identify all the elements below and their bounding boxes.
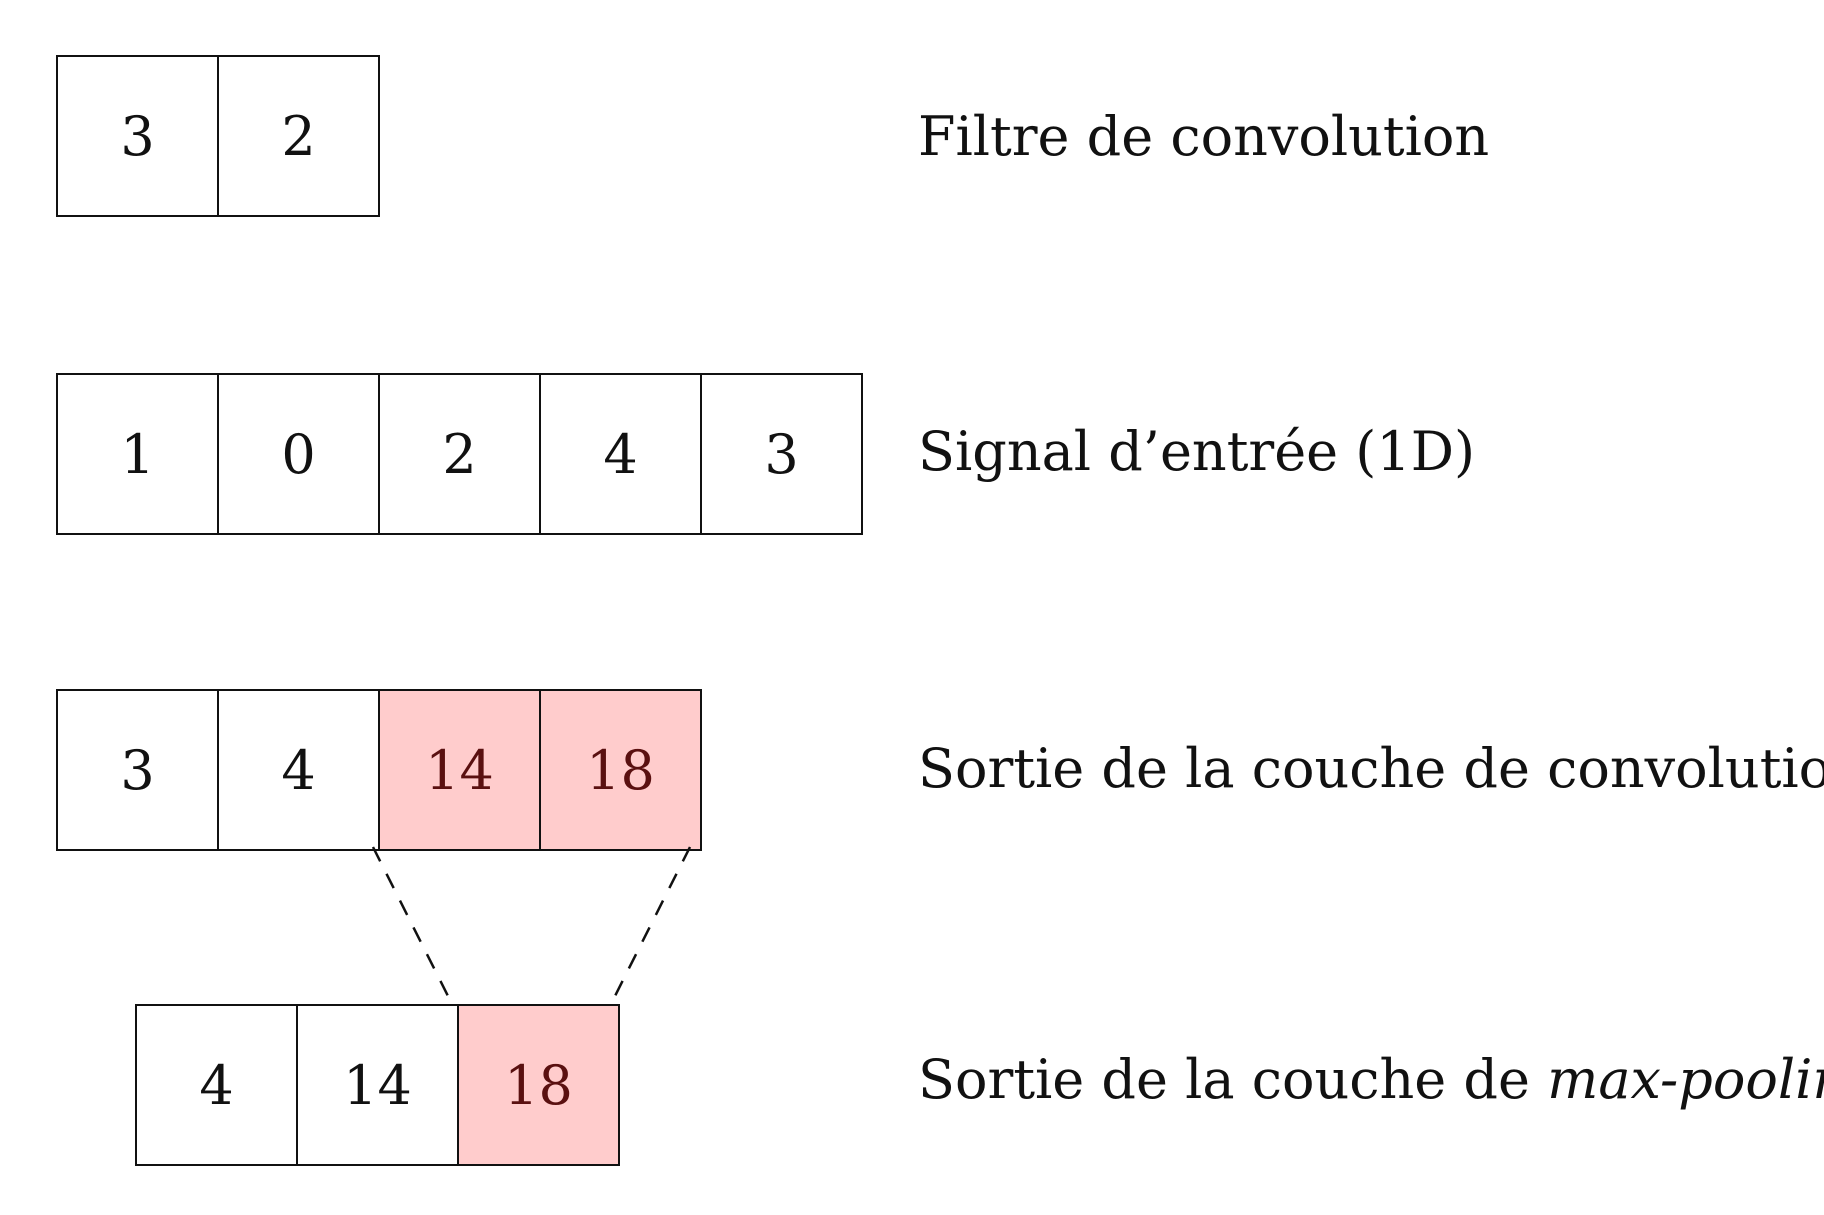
pool-output-cell: 4 [135,1004,298,1166]
filter-label: Filtre de convolution [918,105,1490,168]
pool-output-cell: 14 [296,1004,459,1166]
pooling-connector-left-line [371,846,454,1005]
input-label: Signal d’entrée (1D) [918,420,1476,483]
filter-cell: 2 [217,55,380,217]
conv-output-cell-highlighted: 18 [539,689,702,851]
conv-output-label: Sortie de la couche de convolution [918,737,1824,800]
input-cell: 1 [56,373,219,535]
input-row: 1 0 2 4 3 [56,373,863,535]
pool-output-cell-highlighted: 18 [457,1004,620,1166]
pool-output-label-prefix: Sortie de la couche de [918,1048,1548,1111]
conv-output-cell: 3 [56,689,219,851]
conv-output-cell-highlighted: 14 [378,689,541,851]
input-cell: 2 [378,373,541,535]
filter-row: 3 2 [56,55,380,217]
pool-output-label-emphasis: max-pooling [1547,1048,1824,1111]
conv-output-cell: 4 [217,689,380,851]
pool-output-label: Sortie de la couche de max-pooling [918,1053,1824,1107]
pool-output-row: 4 14 18 [135,1004,620,1166]
conv-output-row: 3 4 14 18 [56,689,702,851]
input-cell: 4 [539,373,702,535]
input-cell: 0 [217,373,380,535]
input-cell: 3 [700,373,863,535]
pooling-connector-right-line [609,846,692,1005]
filter-cell: 3 [56,55,219,217]
